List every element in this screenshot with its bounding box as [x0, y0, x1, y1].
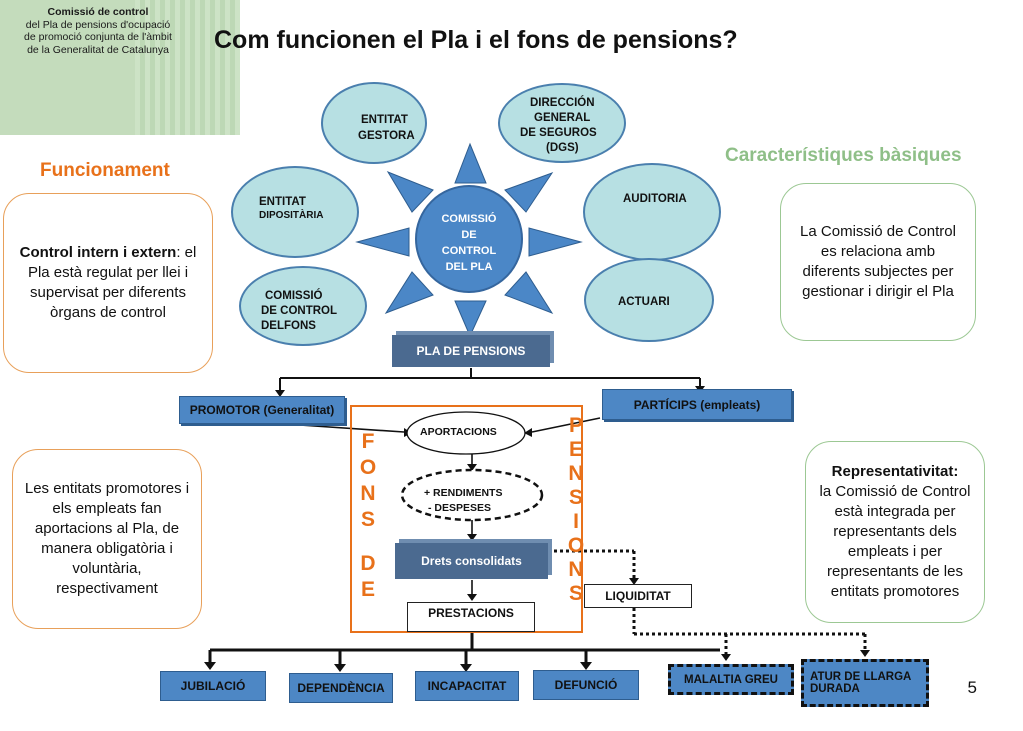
jubilacio-box: JUBILACIÓ: [160, 671, 266, 701]
center-line2: DE: [461, 229, 477, 241]
representativitat-bold: Representativitat:: [831, 463, 959, 480]
fons-letter: E: [360, 578, 375, 601]
drets-consolidats-box: Drets consolidats: [395, 543, 548, 579]
ray-top-left: [386, 170, 434, 213]
representativitat-text: la Comissió de Control està integrada pe…: [819, 483, 971, 600]
relacions-box: La Comissió de Control es relaciona amb …: [780, 183, 976, 341]
atur-line1: ATUR DE LLARGA: [810, 671, 912, 683]
oval-dgs-line4: (DGS): [546, 142, 579, 154]
pensions-letter: N: [568, 558, 584, 581]
ray-bottom-left: [384, 271, 434, 315]
oval-dgs: DIRECCIÓN GENERAL DE SEGUROS (DGS): [498, 83, 626, 163]
center-line3: CONTROL: [441, 245, 497, 257]
org-name: Comissió de control del Pla de pensions …: [14, 6, 182, 56]
pensions-vertical-label: P E N S I O N S: [566, 414, 586, 606]
pensions-letter: N: [568, 462, 584, 485]
pensions-letter: S: [568, 486, 583, 509]
page-number: 5: [967, 678, 977, 697]
atur-line2: DURADA: [810, 683, 860, 695]
fons-letter: O: [359, 456, 377, 479]
ray-right: [528, 227, 583, 257]
incapacitat-box: INCAPACITAT: [415, 671, 519, 701]
oval-dgs-line2: GENERAL: [534, 112, 591, 124]
oval-gestora-line1: ENTITAT: [361, 114, 408, 126]
fons-vertical-label: F O N S D E: [358, 430, 378, 602]
control-box-text: el Pla està regulat per llei i supervisa…: [27, 244, 197, 321]
caracteristiques-heading: Característiques bàsiques: [725, 145, 962, 166]
despeses-label: - DESPESES: [428, 502, 492, 514]
oval-dgs-line1: DIRECCIÓN: [530, 97, 595, 109]
ray-bottom: [454, 300, 487, 338]
representativitat-box: Representativitat: la Comissió de Control…: [805, 441, 985, 623]
pensions-letter: I: [573, 510, 579, 533]
pla-de-pensions-box: PLA DE PENSIONS: [392, 335, 550, 367]
center-line1: COMISSIÓ: [441, 213, 497, 225]
org-line-2: del Pla de pensions d'ocupació: [25, 18, 171, 31]
oval-dipositaria-line2: DIPOSITÀRIA: [259, 210, 324, 221]
liquiditat-box: LIQUIDITAT: [584, 584, 692, 608]
ray-top-right: [504, 172, 554, 213]
center-line4: DEL PLA: [445, 261, 493, 273]
pensions-letter: O: [567, 534, 585, 557]
particips-box: PARTÍCIPS (empleats): [602, 389, 792, 420]
fons-letter: F: [361, 430, 375, 453]
org-line-4: de la Generalitat de Catalunya: [27, 43, 169, 56]
aportacions-box: Les entitats promotores i els empleats f…: [12, 449, 202, 629]
dependencia-box: DEPENDÈNCIA: [289, 673, 393, 703]
ray-bottom-right: [504, 271, 554, 315]
prestacions-box: PRESTACIONS: [407, 602, 535, 632]
fons-letter: D: [360, 552, 376, 575]
aportacions-box-text: Les entitats promotores i els empleats f…: [24, 480, 190, 597]
oval-auditoria: AUDITORIA: [583, 163, 721, 261]
oval-dipositaria-line1: ENTITAT: [259, 196, 306, 208]
control-box-bold: Control intern i extern: [19, 244, 177, 261]
funcionament-heading: Funcionament: [40, 160, 170, 181]
pensions-letter: E: [568, 438, 583, 461]
ray-top: [454, 142, 487, 184]
header-panel: [0, 0, 135, 135]
oval-fons-line1: COMISSIÓ: [265, 290, 323, 302]
oval-dgs-line3: DE SEGUROS: [520, 127, 597, 139]
page-title: Com funcionen el Pla i el fons de pensio…: [214, 26, 738, 54]
oval-auditoria-line1: AUDITORIA: [623, 193, 687, 205]
fons-letter: [358, 532, 378, 550]
oval-actuari-line1: ACTUARI: [618, 296, 670, 308]
oval-gestora-line2: GESTORA: [358, 130, 415, 142]
org-line-1: Comissió de control: [47, 6, 149, 18]
oval-entitat-dipositaria: ENTITAT DIPOSITÀRIA: [231, 166, 359, 258]
oval-fons-line2: DE CONTROL: [261, 305, 338, 317]
comissio-control-pla-center: COMISSIÓ DE CONTROL DEL PLA: [415, 185, 523, 293]
control-box: Control intern i extern: el Pla està reg…: [3, 193, 213, 373]
ray-left: [355, 227, 410, 257]
pensions-letter: P: [568, 414, 583, 437]
control-box-content: Control intern i extern: el Pla està reg…: [19, 244, 197, 321]
defuncio-box: DEFUNCIÓ: [533, 670, 639, 700]
fons-letter: S: [360, 508, 375, 531]
promotor-box: PROMOTOR (Generalitat): [179, 396, 345, 424]
aportacions-label: APORTACIONS: [420, 426, 497, 438]
oval-comissio-fons: COMISSIÓ DE CONTROL DELFONS: [239, 266, 367, 346]
pensions-letter: S: [568, 582, 583, 605]
atur-llarga-durada-box: ATUR DE LLARGA DURADA: [801, 659, 929, 707]
fons-letter: N: [360, 482, 376, 505]
relacions-box-text: La Comissió de Control es relaciona amb …: [800, 223, 956, 300]
rendiments-label: + RENDIMENTS: [424, 487, 503, 499]
malaltia-greu-box: MALALTIA GREU: [668, 664, 794, 695]
oval-actuari: ACTUARI: [584, 258, 714, 342]
oval-entitat-gestora: ENTITAT GESTORA: [321, 82, 427, 164]
oval-fons-line3: DELFONS: [261, 320, 316, 332]
representativitat-content: Representativitat: la Comissió de Control…: [816, 462, 974, 602]
org-line-3: de promoció conjunta de l'àmbit: [24, 31, 172, 43]
